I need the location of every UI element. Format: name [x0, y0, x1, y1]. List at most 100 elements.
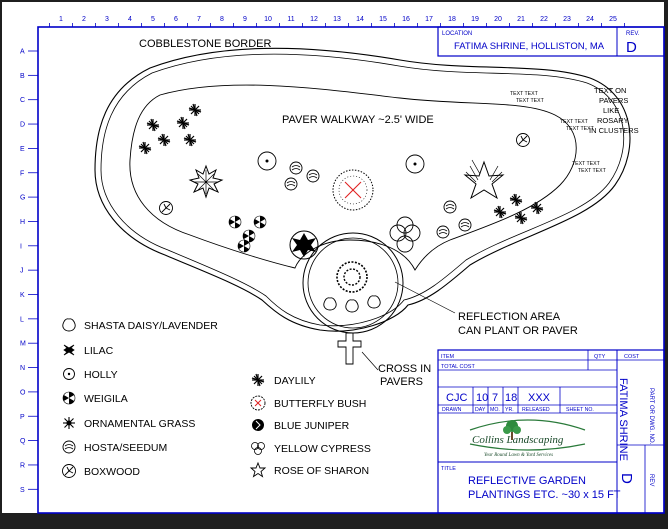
garden-bed-outline [94, 47, 631, 332]
company-logo: Collins Landscaping Year Round Lawn & Ya… [469, 419, 586, 458]
svg-text:CAN PLANT OR PAVER: CAN PLANT OR PAVER [458, 325, 578, 337]
legend-item: SHASTA DAISY/LAVENDER [62, 318, 218, 332]
legend-item: ROSE OF SHARON [250, 462, 369, 477]
ruler-letter: O [20, 389, 26, 396]
vertical-project-name: FATIMA SHRINE [617, 378, 629, 461]
ruler-number: 9 [243, 16, 247, 23]
rose-of-sharon-large [463, 159, 505, 200]
ruler-number: 17 [425, 16, 433, 23]
svg-text:BOXWOOD: BOXWOOD [84, 466, 140, 478]
ruler-letter: H [20, 219, 25, 226]
bottom-revision: D [618, 473, 635, 484]
plant-legend: SHASTA DAISY/LAVENDER LILAC HOLLY WEIGIL… [62, 318, 371, 478]
ruler-number: 2 [82, 16, 86, 23]
svg-text:ORNAMENTAL GRASS: ORNAMENTAL GRASS [84, 418, 195, 430]
cobblestone-border-label: COBBLESTONE BORDER [139, 38, 271, 50]
yellow-cypress-large [389, 216, 421, 253]
legend-item: LILAC [63, 344, 114, 357]
svg-text:TEXT TEXT: TEXT TEXT [572, 161, 601, 167]
walkway-label: PAVER WALKWAY ~2.5' WIDE [282, 114, 434, 126]
ruler-number: 3 [105, 16, 109, 23]
svg-text:LIKE: LIKE [603, 106, 619, 115]
svg-text:QTY: QTY [594, 354, 606, 360]
svg-text:TITLE: TITLE [441, 466, 456, 472]
ruler-number: 10 [264, 16, 272, 23]
ruler-number: 13 [333, 16, 341, 23]
svg-text:HOSTA/SEEDUM: HOSTA/SEEDUM [84, 442, 167, 454]
legend-item: HOLLY [63, 368, 118, 381]
svg-text:ROSARY: ROSARY [597, 116, 629, 125]
svg-text:PAVERS: PAVERS [380, 376, 423, 388]
ruler-number: 7 [197, 16, 201, 23]
svg-text:REFLECTION AREA: REFLECTION AREA [458, 311, 561, 323]
svg-text:TEXT TEXT: TEXT TEXT [510, 91, 539, 97]
ruler-number: 1 [59, 16, 63, 23]
svg-text:RELEASED: RELEASED [522, 407, 550, 413]
svg-text:IN CLUSTERS: IN CLUSTERS [589, 126, 639, 135]
svg-text:WEIGILA: WEIGILA [84, 393, 128, 405]
ruler-number: 4 [128, 16, 132, 23]
legend-item: HOSTA/SEEDUM [62, 440, 167, 454]
svg-text:TEXT TEXT: TEXT TEXT [578, 168, 607, 174]
location-text: FATIMA SHRINE, HOLLISTON, MA [454, 41, 605, 52]
svg-text:REV: REV [648, 474, 654, 486]
legend-item: YELLOW CYPRESS [251, 442, 371, 455]
drawn-day: 10 [476, 392, 488, 404]
ruler-letter: I [20, 243, 22, 250]
holly-cluster [257, 151, 425, 174]
svg-text:HOLLY: HOLLY [84, 369, 118, 381]
drawing-title-line2: PLANTINGS ETC. ~30 x 15 FT [468, 489, 621, 501]
ruler-number: 18 [448, 16, 456, 23]
cross-in-pavers [337, 332, 362, 365]
ruler-letter: P [20, 414, 25, 421]
reflection-area-label: REFLECTION AREA CAN PLANT OR PAVER [458, 311, 578, 337]
svg-text:BUTTERFLY BUSH: BUTTERFLY BUSH [274, 398, 366, 410]
svg-text:TEXT ON: TEXT ON [594, 86, 626, 95]
svg-text:REV.: REV. [626, 31, 640, 37]
svg-text:DAYLILY: DAYLILY [274, 375, 316, 387]
butterfly-bush-large [332, 169, 374, 211]
ruler-letter: J [20, 268, 24, 275]
ruler-number: 5 [151, 16, 155, 23]
svg-text:TEXT TEXT: TEXT TEXT [560, 119, 589, 125]
text-on-pavers-label: TEXT ON PAVERS LIKE ROSARY IN CLUSTERS [589, 86, 639, 135]
cross-label: CROSS IN PAVERS [378, 363, 431, 388]
blue-juniper-icon [251, 418, 265, 432]
ruler-letter: L [20, 316, 24, 323]
ruler-number: 12 [310, 16, 318, 23]
ruler-number: 20 [494, 16, 502, 23]
ruler-letter: G [20, 195, 25, 202]
ruler-number: 19 [471, 16, 479, 23]
svg-text:COST: COST [624, 354, 640, 360]
svg-text:DRAWN: DRAWN [442, 407, 462, 413]
paper-background [2, 2, 664, 513]
svg-text:YR.: YR. [505, 407, 514, 413]
svg-text:Collins Landscaping: Collins Landscaping [472, 434, 564, 446]
ruler-letter: D [20, 122, 25, 129]
revision-letter: D [626, 39, 637, 56]
svg-text:ROSE OF SHARON: ROSE OF SHARON [274, 465, 369, 477]
legend-item: WEIGILA [62, 391, 128, 405]
drawn-year: 18 [505, 392, 517, 404]
svg-text:PART OR DWG. NO.: PART OR DWG. NO. [648, 388, 654, 445]
svg-text:Year Round Lawn & Yard Service: Year Round Lawn & Yard Services [484, 453, 553, 458]
svg-text:MO.: MO. [490, 407, 500, 413]
ornamental-grass-large [336, 261, 368, 293]
ruler-number: 6 [174, 16, 178, 23]
drawn-month: 7 [492, 392, 498, 404]
ruler-letter: S [20, 487, 25, 494]
ruler-number: 11 [287, 16, 294, 23]
blue-juniper-large [289, 230, 319, 260]
paver-text-marks: TEXT TEXT TEXT TEXT TEXT TEXT TEXT TEXT … [510, 91, 607, 174]
ruler-letter: N [20, 365, 25, 372]
location-block: LOCATION FATIMA SHRINE, HOLLISTON, MA RE… [437, 26, 665, 57]
legend-item: DAYLILY [251, 373, 316, 387]
svg-text:TEXT TEXT: TEXT TEXT [516, 98, 545, 104]
title-block [437, 349, 665, 514]
svg-text:BLUE JUNIPER: BLUE JUNIPER [274, 420, 350, 432]
ruler-number: 21 [517, 16, 525, 23]
legend-item: BUTTERFLY BUSH [250, 395, 366, 411]
title-block-text: ITEM QTY COST TOTAL COST CJC 10 7 18 XXX… [441, 354, 654, 501]
